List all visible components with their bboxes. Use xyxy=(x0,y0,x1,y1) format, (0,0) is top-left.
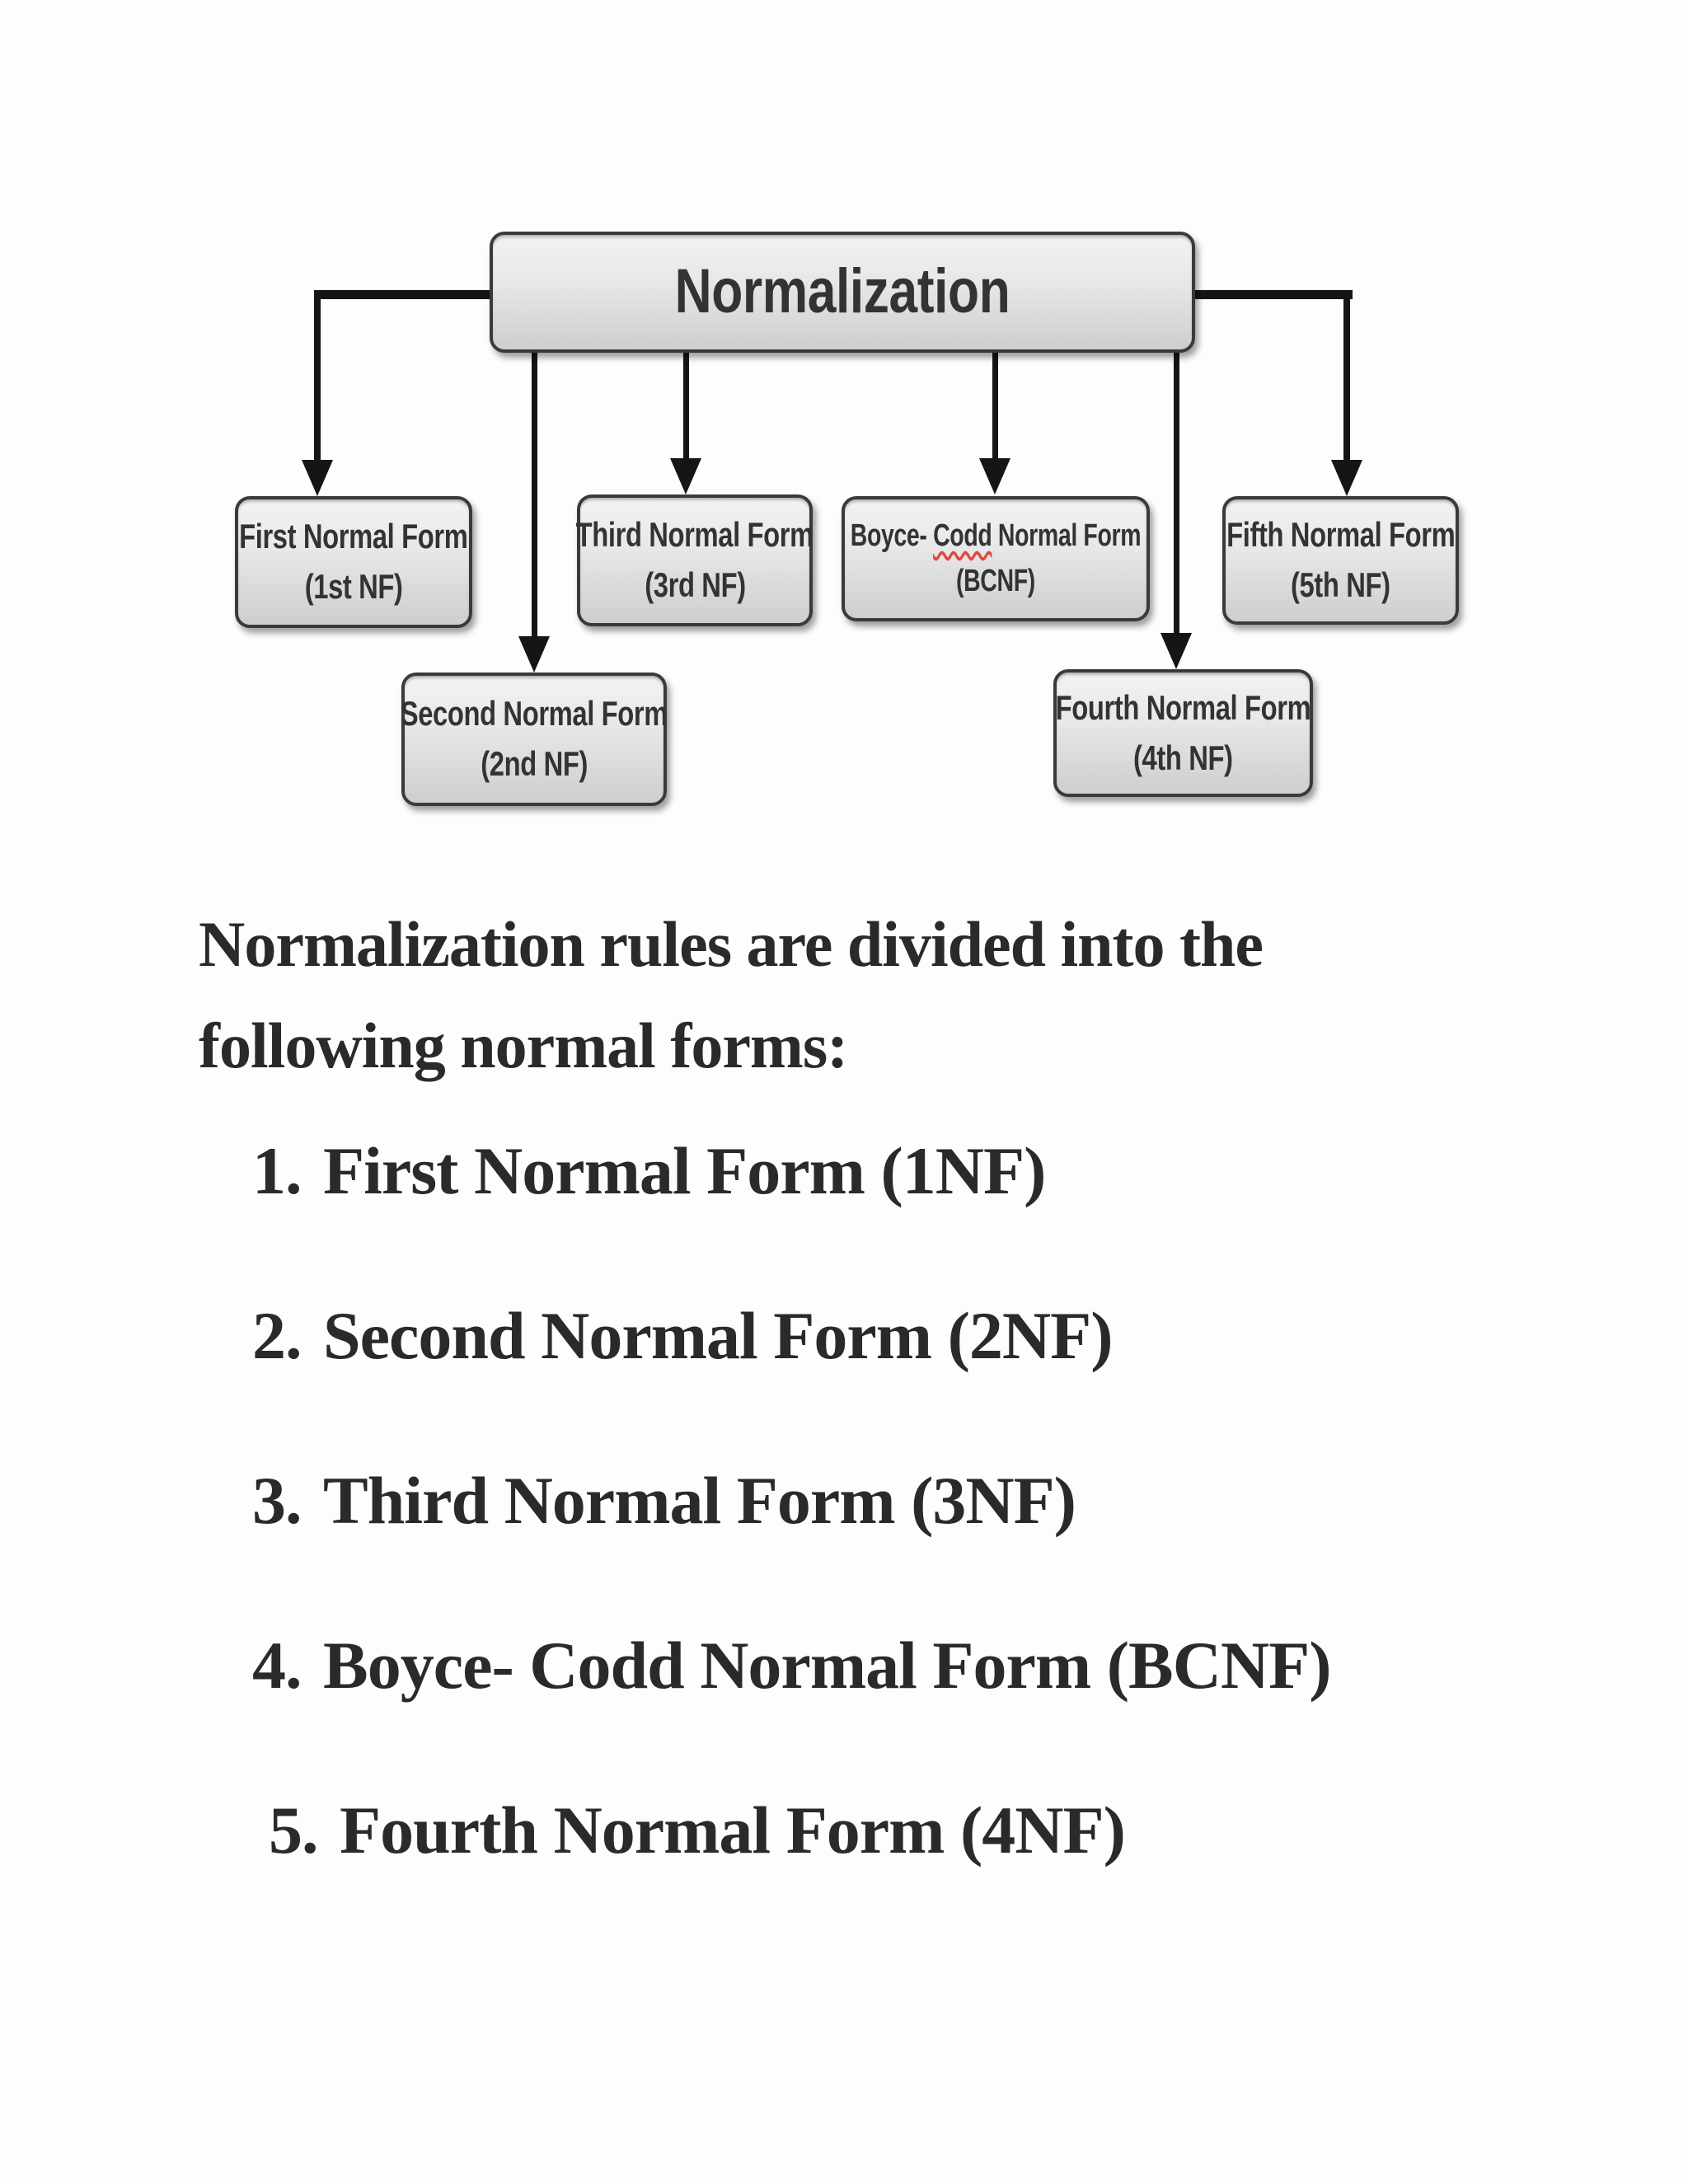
boyce-suffix: Normal Form xyxy=(992,518,1142,553)
box-boyce-line1: Boyce- Codd Normal Form xyxy=(850,513,1142,559)
boyce-misspelled-word: Codd xyxy=(933,518,992,553)
list-item-1-number: 1. xyxy=(252,1133,302,1208)
heading-line-1: Normalization rules are divided into the xyxy=(199,908,1264,980)
box-boyce-line2: (BCNF) xyxy=(956,564,1035,598)
connector-to-second-nf xyxy=(532,353,537,638)
arrowhead-to-fifth-nf-icon xyxy=(1331,460,1362,496)
list-item-2-number: 2. xyxy=(252,1298,302,1373)
box-second-line1: Second Normal Form xyxy=(400,694,668,733)
list-item-4-number: 4. xyxy=(252,1628,302,1703)
box-fifth-normal-form: Fifth Normal Form (5th NF) xyxy=(1222,496,1459,625)
box-fourth-normal-form: Fourth Normal Form (4th NF) xyxy=(1053,669,1313,797)
heading-line-2: following normal forms: xyxy=(199,1010,848,1081)
list-item-5-number: 5. xyxy=(269,1793,319,1868)
list-item-1-label: First Normal Form (1NF) xyxy=(323,1133,1046,1208)
box-third-normal-form: Third Normal Form (3rd NF) xyxy=(575,494,814,626)
list-item-3-label: Third Normal Form (3NF) xyxy=(323,1463,1076,1538)
connector-right-vertical xyxy=(1343,290,1350,462)
box-fifth-line2: (5th NF) xyxy=(1291,565,1390,604)
list-item-2-label: Second Normal Form (2NF) xyxy=(323,1298,1114,1373)
list-item-3: 3. Third Normal Form (3NF) xyxy=(252,1462,1076,1540)
box-second-line2: (2nd NF) xyxy=(481,744,588,783)
connector-right-horizontal xyxy=(1192,290,1353,299)
box-fourth-line1: Fourth Normal Form xyxy=(1055,687,1311,727)
normalization-box-label: Normalization xyxy=(674,256,1010,327)
list-item-5-label: Fourth Normal Form (4NF) xyxy=(340,1793,1126,1868)
list-item-4: 4. Boyce- Codd Normal Form (BCNF) xyxy=(252,1627,1332,1704)
arrowhead-to-bcnf-icon xyxy=(979,458,1010,494)
heading: Normalization rules are divided into the… xyxy=(199,893,1264,1096)
connector-to-third-nf xyxy=(683,353,689,460)
normalization-box: Normalization xyxy=(490,232,1195,353)
list-item-5: 5. Fourth Normal Form (4NF) xyxy=(269,1792,1126,1869)
box-fourth-line2: (4th NF) xyxy=(1133,738,1233,777)
box-third-line2: (3rd NF) xyxy=(644,565,746,604)
box-third-line1: Third Normal Form xyxy=(575,515,814,555)
connector-to-bcnf xyxy=(992,353,998,460)
box-first-line1: First Normal Form xyxy=(239,517,468,556)
box-boyce-codd-normal-form: Boyce- Codd Normal Form (BCNF) xyxy=(842,496,1150,621)
box-fifth-line1: Fifth Normal Form xyxy=(1226,515,1456,555)
arrowhead-to-second-nf-icon xyxy=(518,636,550,673)
box-first-line2: (1st NF) xyxy=(304,567,403,606)
box-first-normal-form: First Normal Form (1st NF) xyxy=(235,496,472,628)
box-second-normal-form: Second Normal Form (2nd NF) xyxy=(400,673,668,806)
boyce-prefix: Boyce- xyxy=(850,518,934,553)
list-item-2: 2. Second Normal Form (2NF) xyxy=(252,1297,1114,1375)
normalization-diagram: Normalization First Normal Form (1st NF)… xyxy=(0,0,1688,874)
arrowhead-to-first-nf-icon xyxy=(302,460,333,496)
arrowhead-to-third-nf-icon xyxy=(670,458,701,494)
connector-left-vertical xyxy=(314,290,321,462)
list-item-1: 1. First Normal Form (1NF) xyxy=(252,1132,1046,1210)
list-item-3-number: 3. xyxy=(252,1463,302,1538)
list-item-4-label: Boyce- Codd Normal Form (BCNF) xyxy=(323,1628,1332,1703)
connector-to-fourth-nf xyxy=(1174,353,1179,635)
connector-left-horizontal xyxy=(314,290,493,299)
arrowhead-to-fourth-nf-icon xyxy=(1160,633,1192,669)
